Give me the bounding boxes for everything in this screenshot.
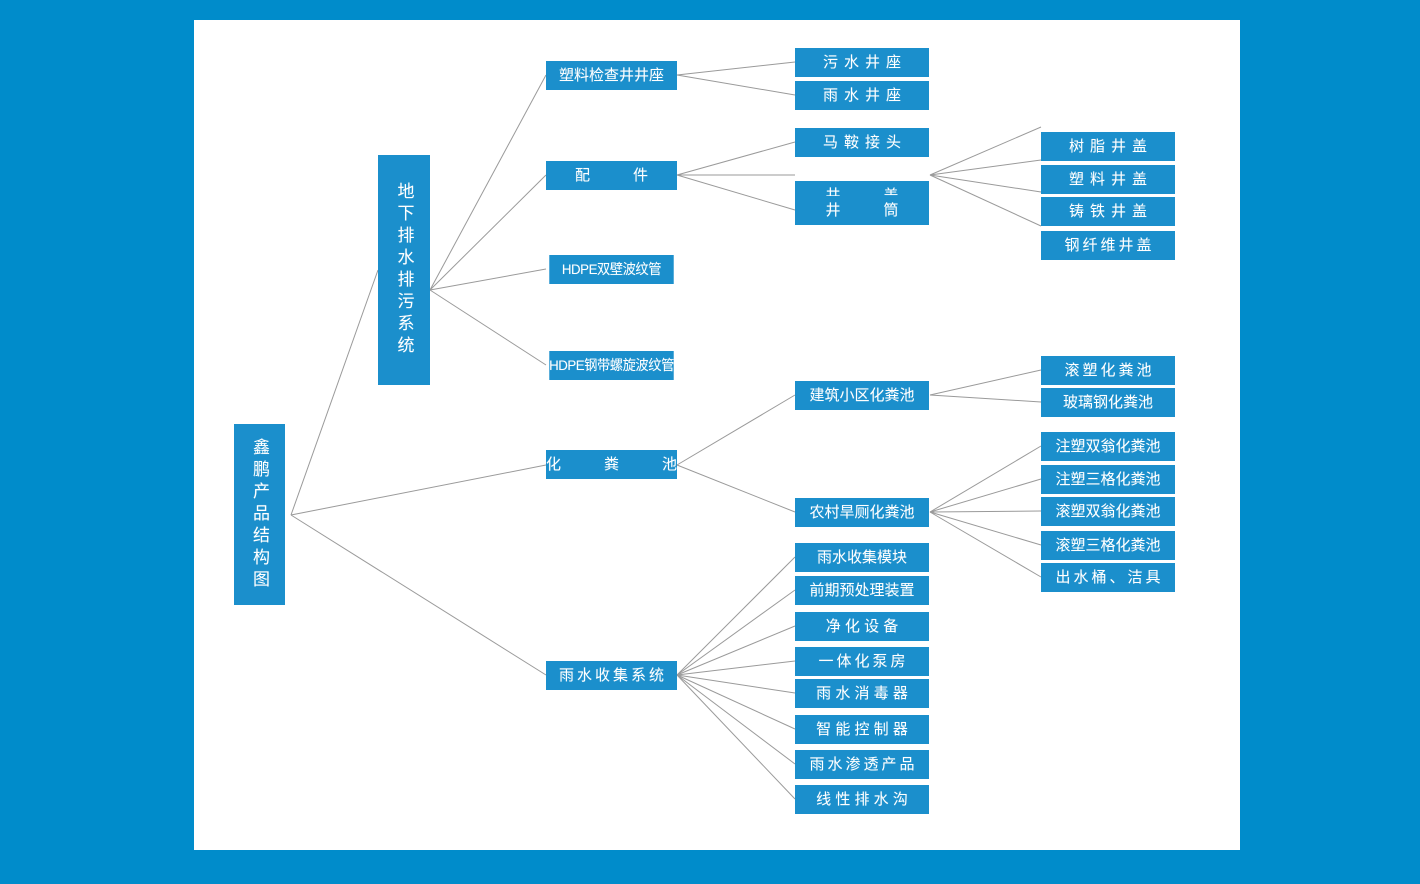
node-purification-equipment[interactable]: 净 化 设 备	[795, 612, 929, 641]
node-fittings[interactable]: 配 件	[546, 161, 677, 190]
node-plastic-inspection-well-base[interactable]: 塑料检查井井座	[546, 61, 677, 90]
node-residential-septic-tank[interactable]: 建筑小区化粪池	[795, 381, 929, 410]
node-sewage-well-base[interactable]: 污水井座	[795, 48, 929, 77]
node-smart-controller[interactable]: 智 能 控 制 器	[795, 715, 929, 744]
node-injection-three-grid-septic-tank[interactable]: 注塑三格化粪池	[1041, 465, 1175, 494]
node-rainwater-collection-module[interactable]: 雨水收集模块	[795, 543, 929, 572]
node-rural-toilet-septic-tank[interactable]: 农村旱厕化粪池	[795, 498, 929, 527]
node-rainwater-well-base[interactable]: 雨水井座	[795, 81, 929, 110]
node-rotomolded-three-grid-septic-tank[interactable]: 滚塑三格化粪池	[1041, 531, 1175, 560]
node-well-shaft[interactable]: 井 筒	[795, 196, 929, 225]
node-steel-fiber-well-cover[interactable]: 钢纤维井盖	[1041, 231, 1175, 260]
node-outlet-barrel-sanitary-ware[interactable]: 出水桶、洁具	[1041, 563, 1175, 592]
node-plastic-well-cover[interactable]: 塑料井盖	[1041, 165, 1175, 194]
branch-septic-tank[interactable]: 化 粪 池	[546, 450, 677, 479]
node-pretreatment-device[interactable]: 前期预处理装置	[795, 576, 929, 605]
diagram-canvas: 鑫鹏产品结构图 地下排水排污系统 化 粪 池 雨水收集系统 塑料检查井井座 配 …	[194, 20, 1240, 850]
node-saddle-joint[interactable]: 马鞍接头	[795, 128, 929, 157]
node-hdpe-double-wall-pipe[interactable]: HDPE双壁波纹管	[549, 255, 674, 284]
node-integrated-pump-house[interactable]: 一体化泵房	[795, 647, 929, 676]
branch-underground-drainage[interactable]: 地下排水排污系统	[378, 155, 430, 385]
node-rainwater-infiltration-product[interactable]: 雨水渗透产品	[795, 750, 929, 779]
node-resin-well-cover[interactable]: 树脂井盖	[1041, 132, 1175, 161]
node-rotomolded-septic-tank[interactable]: 滚塑化粪池	[1041, 356, 1175, 385]
node-rotomolded-double-urn-septic-tank[interactable]: 滚塑双翁化粪池	[1041, 497, 1175, 526]
node-hdpe-steel-spiral-pipe[interactable]: HDPE钢带螺旋波纹管	[549, 351, 674, 380]
root-node[interactable]: 鑫鹏产品结构图	[234, 424, 285, 605]
node-injection-double-urn-septic-tank[interactable]: 注塑双翁化粪池	[1041, 432, 1175, 461]
node-rainwater-sterilizer[interactable]: 雨 水 消 毒 器	[795, 679, 929, 708]
node-cast-iron-well-cover[interactable]: 铸铁井盖	[1041, 197, 1175, 226]
node-frp-septic-tank[interactable]: 玻璃钢化粪池	[1041, 388, 1175, 417]
node-linear-drainage-channel[interactable]: 线 性 排 水 沟	[795, 785, 929, 814]
branch-rainwater-collection[interactable]: 雨水收集系统	[546, 661, 677, 690]
